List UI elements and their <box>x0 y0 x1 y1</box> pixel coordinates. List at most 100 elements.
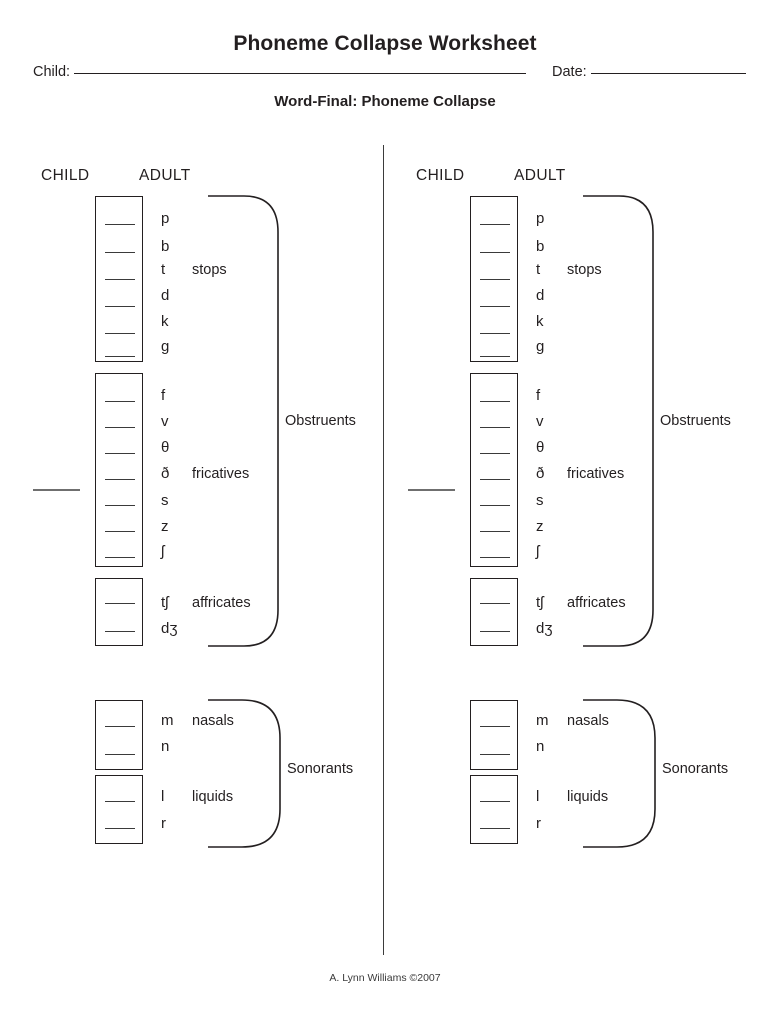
child-field-label: Child: <box>33 64 71 80</box>
response-line[interactable] <box>105 427 135 428</box>
phoneme-symbol-stops-1: b <box>536 238 545 255</box>
response-line[interactable] <box>105 505 135 506</box>
response-line[interactable] <box>105 603 135 604</box>
phoneme-symbol-fricatives-0: f <box>536 387 541 404</box>
response-box-stops[interactable] <box>95 196 143 362</box>
class-label-sonorants: Sonorants <box>662 761 729 777</box>
date-field-label: Date: <box>552 64 587 80</box>
phoneme-symbol-fricatives-3: ð <box>536 465 545 482</box>
phoneme-symbol-stops-5: g <box>161 338 170 355</box>
response-line[interactable] <box>105 631 135 632</box>
phoneme-symbol-liquids-0: l <box>536 788 540 805</box>
response-line[interactable] <box>480 754 510 755</box>
response-line[interactable] <box>480 356 510 357</box>
response-line[interactable] <box>105 279 135 280</box>
response-box-fricatives[interactable] <box>95 373 143 567</box>
group-label-fricatives: fricatives <box>567 466 625 482</box>
phoneme-symbol-liquids-1: r <box>161 815 166 832</box>
response-line[interactable] <box>480 306 510 307</box>
response-line[interactable] <box>105 401 135 402</box>
phoneme-symbol-stops-4: k <box>161 313 169 330</box>
phoneme-symbol-stops-0: p <box>161 210 170 227</box>
group-label-stops: stops <box>192 262 227 278</box>
response-line[interactable] <box>480 726 510 727</box>
class-label-obstruents: Obstruents <box>660 413 731 429</box>
date-field[interactable]: Date: <box>552 64 746 80</box>
response-line[interactable] <box>105 726 135 727</box>
response-line[interactable] <box>105 453 135 454</box>
response-line[interactable] <box>480 279 510 280</box>
response-box-stops[interactable] <box>470 196 518 362</box>
response-line[interactable] <box>105 333 135 334</box>
worksheet-panel-left: CHILD ADULT p b t d k g stops f <box>33 167 356 848</box>
phoneme-symbol-fricatives-2: θ <box>536 439 545 456</box>
phoneme-symbol-fricatives-4: s <box>161 492 169 509</box>
phoneme-symbol-fricatives-6: ʃ <box>536 543 540 560</box>
group-label-affricates: affricates <box>192 595 251 611</box>
response-box-affricates[interactable] <box>470 578 518 646</box>
response-box-nasals[interactable] <box>95 700 143 770</box>
phoneme-symbol-affricates-0: tʃ <box>536 594 544 611</box>
phoneme-symbol-stops-2: t <box>161 261 166 278</box>
response-line[interactable] <box>105 801 135 802</box>
response-line[interactable] <box>480 557 510 558</box>
response-line[interactable] <box>480 505 510 506</box>
phoneme-symbol-nasals-1: n <box>161 738 170 755</box>
response-box-liquids[interactable] <box>95 775 143 844</box>
response-line[interactable] <box>480 603 510 604</box>
group-label-affricates: affricates <box>567 595 626 611</box>
phoneme-symbol-affricates-1: dʒ <box>161 620 178 637</box>
bracket-obstruents <box>583 192 663 652</box>
phoneme-symbol-fricatives-4: s <box>536 492 544 509</box>
center-divider <box>383 145 384 955</box>
response-line[interactable] <box>105 356 135 357</box>
response-line[interactable] <box>480 401 510 402</box>
phoneme-symbol-stops-4: k <box>536 313 544 330</box>
phoneme-symbol-fricatives-6: ʃ <box>161 543 165 560</box>
response-line[interactable] <box>480 479 510 480</box>
response-line[interactable] <box>480 252 510 253</box>
response-line[interactable] <box>480 427 510 428</box>
phoneme-symbol-affricates-0: tʃ <box>161 594 169 611</box>
group-label-liquids: liquids <box>192 789 234 805</box>
column-header-child: CHILD <box>416 167 465 184</box>
phoneme-symbol-stops-5: g <box>536 338 545 355</box>
phoneme-symbol-stops-2: t <box>536 261 541 278</box>
response-line[interactable] <box>105 252 135 253</box>
date-field-rule[interactable] <box>590 73 746 74</box>
response-line[interactable] <box>480 224 510 225</box>
response-line[interactable] <box>105 479 135 480</box>
response-line[interactable] <box>480 333 510 334</box>
column-header-adult: ADULT <box>139 167 191 184</box>
phoneme-symbol-fricatives-1: v <box>161 413 169 430</box>
page-subtitle: Word-Final: Phoneme Collapse <box>274 93 496 110</box>
phoneme-symbol-liquids-1: r <box>536 815 541 832</box>
page-title: Phoneme Collapse Worksheet <box>233 32 537 55</box>
response-line[interactable] <box>105 224 135 225</box>
response-line[interactable] <box>105 306 135 307</box>
response-line[interactable] <box>480 631 510 632</box>
response-box-nasals[interactable] <box>470 700 518 770</box>
response-box-fricatives[interactable] <box>470 373 518 567</box>
response-box-affricates[interactable] <box>95 578 143 646</box>
response-line[interactable] <box>480 531 510 532</box>
phoneme-symbol-fricatives-2: θ <box>161 439 170 456</box>
response-line[interactable] <box>480 828 510 829</box>
response-line[interactable] <box>480 453 510 454</box>
phoneme-symbol-fricatives-5: z <box>161 518 169 535</box>
response-line[interactable] <box>105 557 135 558</box>
phoneme-symbol-stops-0: p <box>536 210 545 227</box>
response-line[interactable] <box>480 801 510 802</box>
child-field[interactable]: Child: <box>33 64 527 80</box>
phoneme-symbol-fricatives-5: z <box>536 518 544 535</box>
child-production-line[interactable] <box>33 489 80 491</box>
group-label-nasals: nasals <box>567 713 609 729</box>
phoneme-symbol-stops-3: d <box>161 287 170 304</box>
response-line[interactable] <box>105 828 135 829</box>
response-line[interactable] <box>105 754 135 755</box>
phoneme-symbol-fricatives-0: f <box>161 387 166 404</box>
child-production-line[interactable] <box>408 489 455 491</box>
child-field-rule[interactable] <box>74 73 527 74</box>
response-line[interactable] <box>105 531 135 532</box>
response-box-liquids[interactable] <box>470 775 518 844</box>
